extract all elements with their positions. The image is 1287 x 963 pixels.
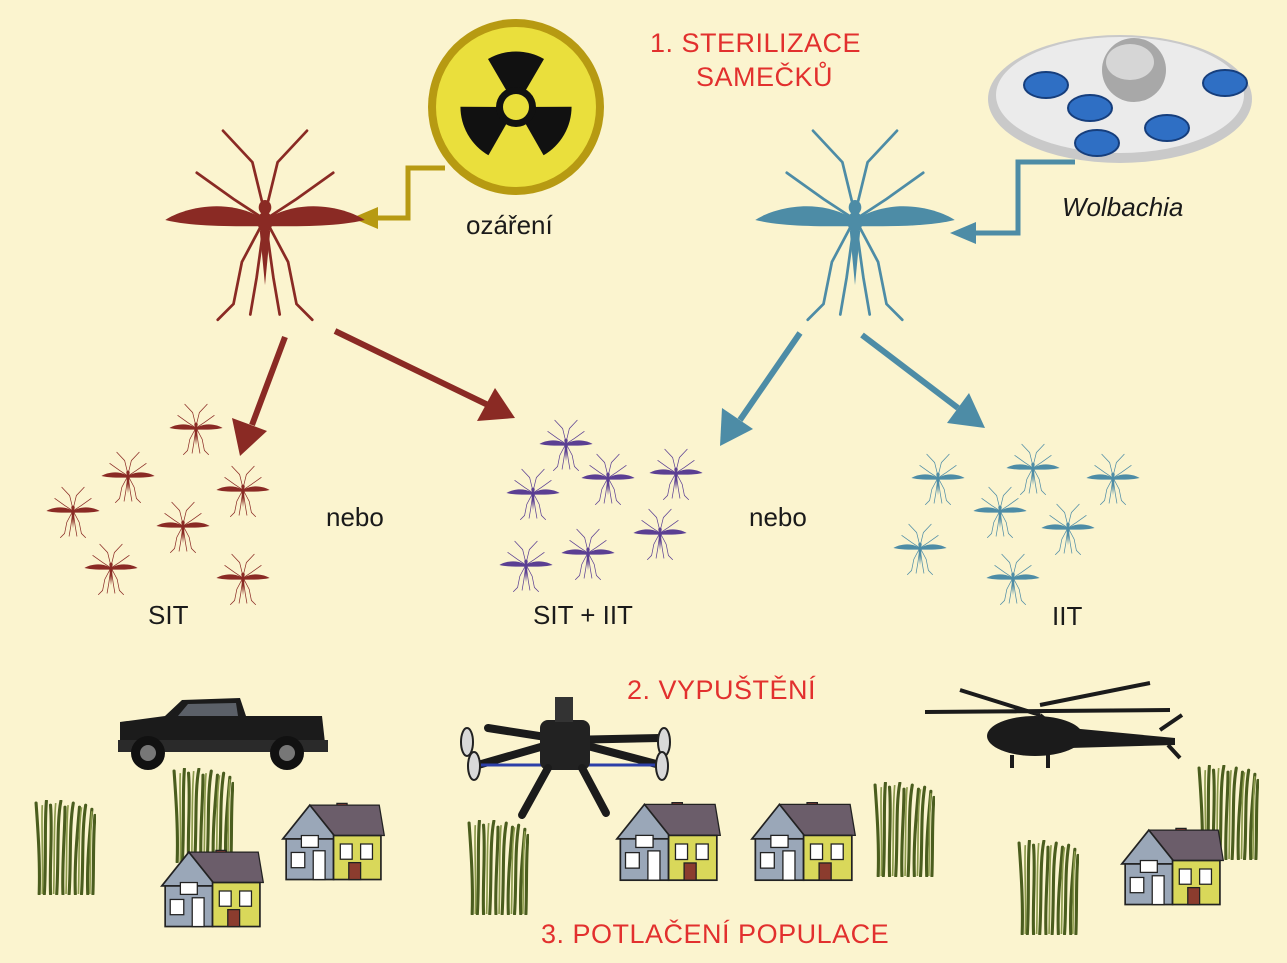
or-label-left: nebo (326, 502, 384, 532)
grass-icon (469, 821, 528, 914)
petri-dish-icon (988, 35, 1252, 163)
grass-icon (174, 769, 233, 862)
mosquito-icon (165, 131, 365, 320)
wolbachia-label: Wolbachia (1062, 192, 1184, 222)
house-icon (752, 803, 855, 881)
irradiation-arrow (352, 165, 445, 229)
drone-icon (460, 697, 671, 819)
grass-icon (1019, 841, 1078, 934)
house-icon (1122, 828, 1224, 904)
sit-iit-swarm (499, 420, 702, 591)
or-label-right: nebo (749, 502, 807, 532)
sit-label: SIT (148, 600, 189, 630)
house-icon (283, 803, 385, 879)
step1-title: 1. STERILIZACE (650, 28, 862, 58)
iit-swarm (893, 444, 1139, 604)
iit-label: IIT (1052, 601, 1083, 631)
wolbachia-arrow (950, 159, 1075, 244)
pickup-truck-icon (118, 698, 328, 770)
step3-title: 3. POTLAČENÍ POPULACE (541, 919, 890, 949)
grass-icon (36, 801, 95, 894)
step2-title: 2. VYPUŠTĚNÍ (627, 675, 817, 705)
sit-iit-label: SIT + IIT (533, 600, 633, 630)
radiation-icon (428, 19, 604, 195)
grass-icon (875, 783, 934, 876)
irradiation-label: ozáření (466, 210, 553, 240)
arrow-to-sit-iit (333, 328, 515, 421)
step1-title-line2: SAMEČKŮ (696, 62, 834, 92)
mosquito-icon (755, 131, 955, 320)
arrow-to-sit (232, 335, 288, 456)
arrow-to-iit (860, 332, 985, 428)
helicopter-icon (924, 681, 1184, 768)
house-icon (617, 803, 720, 881)
arrow-iit-to-sit-iit (720, 331, 803, 446)
